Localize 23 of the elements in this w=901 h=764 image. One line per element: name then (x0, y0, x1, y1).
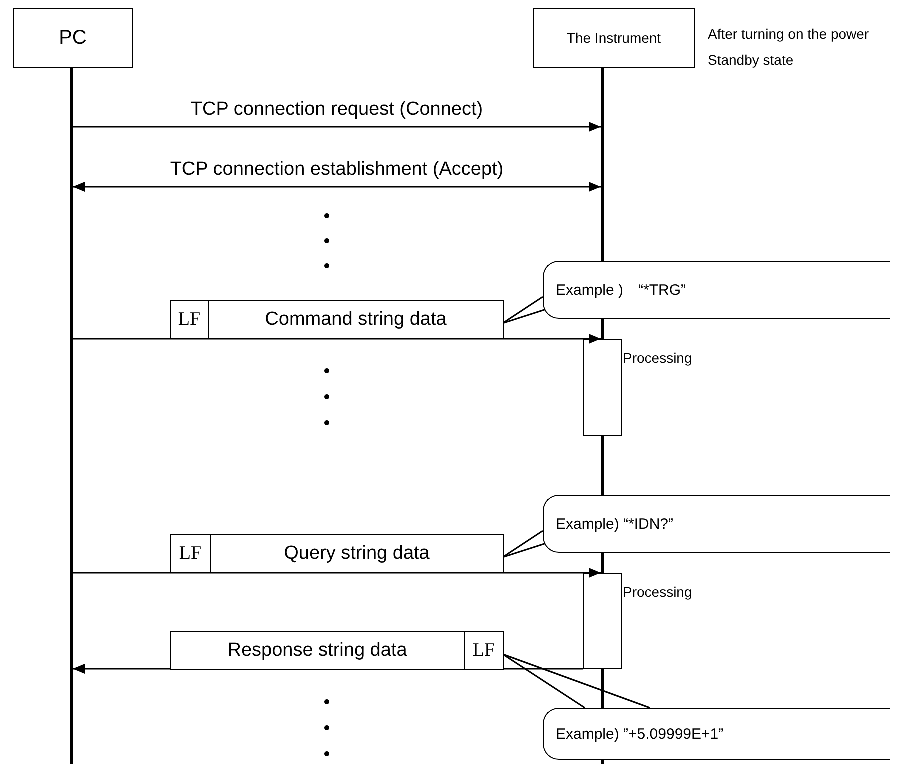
lf-field: LF (170, 534, 211, 573)
arrow (73, 182, 601, 192)
participant-box: The Instrument (533, 8, 695, 68)
side-note: Processing (623, 584, 692, 600)
side-note: Standby state (708, 52, 794, 68)
data-field: Command string data (208, 300, 504, 339)
activation-bar (583, 339, 622, 436)
activation-bar (583, 573, 622, 669)
participant-box: PC (13, 8, 133, 68)
speech-bubble: Example ) “*TRG” (543, 261, 890, 319)
side-note: After turning on the power (708, 26, 870, 42)
lf-field: LF (170, 300, 209, 339)
arrow (73, 334, 601, 344)
arrow (73, 122, 601, 132)
lifeline (70, 68, 73, 764)
lf-field: LF (464, 631, 504, 670)
callout-tail (502, 654, 651, 709)
speech-bubble: Example) ”+5.09999E+1” (543, 708, 890, 760)
side-note: Processing (623, 350, 692, 366)
speech-bubble: Example) “*IDN?” (543, 495, 890, 553)
data-field: Response string data (170, 631, 465, 670)
arrow (73, 568, 601, 578)
data-field: Query string data (210, 534, 504, 573)
